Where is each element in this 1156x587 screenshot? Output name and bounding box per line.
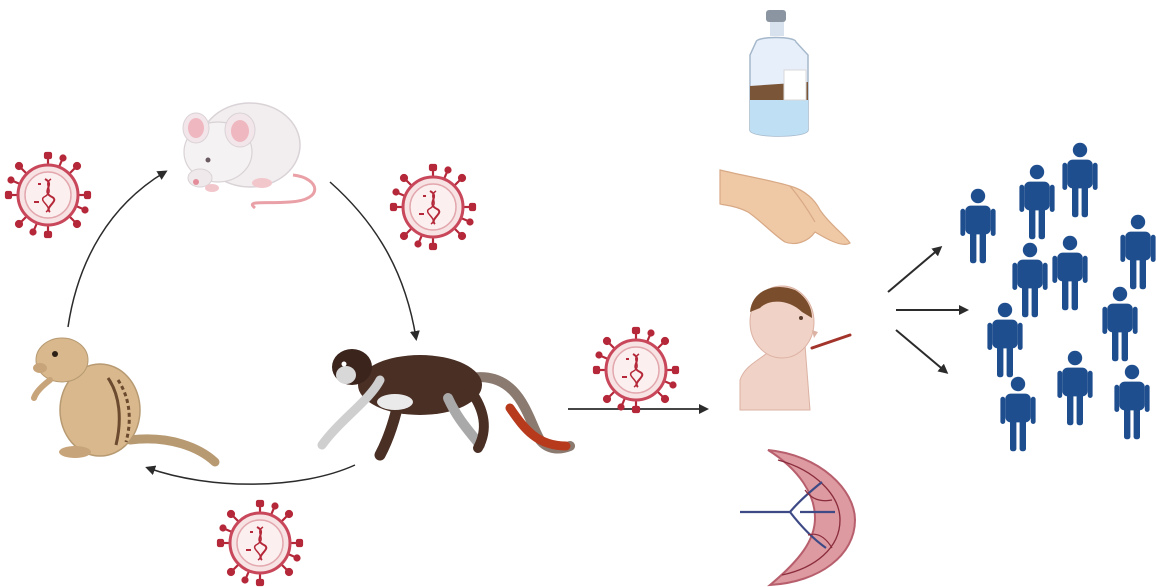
person-icon bbox=[960, 189, 995, 263]
squirrel-icon bbox=[33, 338, 215, 462]
vaccine-vial-icon bbox=[750, 10, 808, 136]
person-icon bbox=[1057, 351, 1092, 425]
person-icon bbox=[1012, 243, 1047, 317]
person-icon bbox=[1120, 215, 1155, 289]
monkey-icon bbox=[322, 349, 570, 455]
person-icon bbox=[1114, 365, 1149, 439]
cycle-arrow-monkey-to-squirrel bbox=[148, 465, 355, 484]
spread-arrow-down bbox=[896, 330, 946, 372]
virus-icon bbox=[6, 153, 90, 237]
placenta-icon bbox=[740, 450, 855, 585]
person-icon bbox=[1102, 287, 1137, 361]
person-icon bbox=[1019, 165, 1054, 239]
person-icon bbox=[987, 303, 1022, 377]
person-icon bbox=[1062, 143, 1097, 217]
virus-icon bbox=[218, 501, 302, 585]
person-icon bbox=[1000, 377, 1035, 451]
person-icon bbox=[1052, 236, 1087, 310]
spread-arrow-up bbox=[888, 248, 940, 292]
human-population bbox=[960, 143, 1155, 451]
human-head-icon bbox=[740, 286, 850, 410]
virus-icon bbox=[594, 328, 678, 412]
mouse-icon bbox=[183, 103, 315, 208]
hand-icon bbox=[720, 170, 850, 244]
virus-icon bbox=[391, 165, 475, 249]
